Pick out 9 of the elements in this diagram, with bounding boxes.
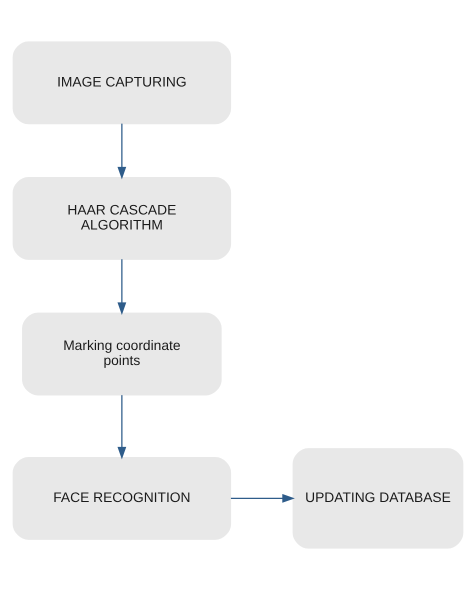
arrow (117, 123, 126, 179)
node-box: Marking coordinate points (22, 312, 222, 395)
node-box: IMAGE CAPTURING (12, 40, 232, 124)
arrow (117, 394, 126, 459)
arrow (230, 493, 295, 502)
node-box: HAAR CASCADE ALGORITHM (12, 176, 232, 260)
node-box: UPDATING DATABASE (292, 448, 464, 548)
node-box: FACE RECOGNITION (12, 456, 232, 540)
arrow (117, 258, 126, 314)
